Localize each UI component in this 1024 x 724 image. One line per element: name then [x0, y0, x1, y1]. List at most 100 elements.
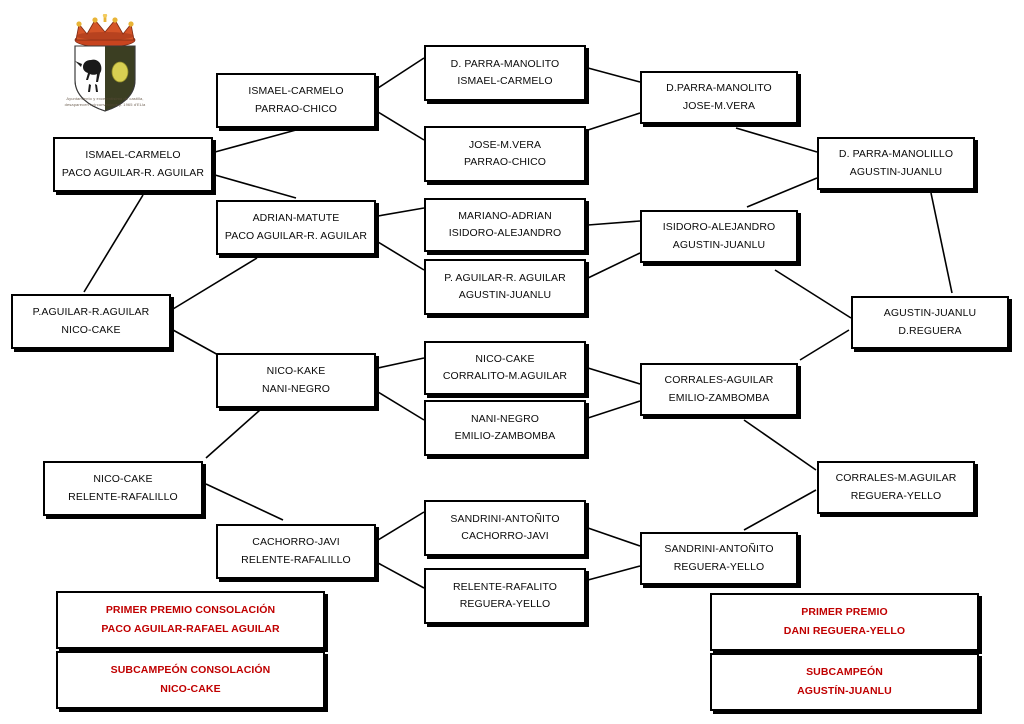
- connector-r1-m7-to-r2-m7: [377, 511, 425, 541]
- award-title: SUBCAMPEÓN CONSOLACIÓN: [110, 663, 271, 676]
- connector-r3-m2-to-r4-m1: [746, 177, 818, 208]
- match-player-top: CORRALES-M.AGUILAR: [835, 472, 957, 485]
- award-winner: NICO-CAKE: [160, 683, 221, 695]
- match-player-top: ISMAEL-CARMELO: [248, 85, 344, 98]
- connector-r1-m2-to-r1-m1: [214, 129, 297, 153]
- match-player-top: NICO-CAKE: [475, 352, 535, 365]
- match-player-top: P.AGUILAR-R.AGUILAR: [32, 306, 150, 319]
- connector-r1-m6-to-r1-m7: [205, 483, 284, 521]
- award-title: SUBCAMPEÓN: [806, 665, 883, 678]
- match-box-r3-m4[interactable]: SANDRINI-ANTOÑITO REGUERA-YELLO: [640, 532, 798, 585]
- match-player-bottom: EMILIO-ZAMBOMBA: [454, 430, 556, 442]
- award-consolation-runner[interactable]: SUBCAMPEÓN CONSOLACIÓN NICO-CAKE: [56, 651, 325, 709]
- award-winner: DANI REGUERA-YELLO: [783, 625, 906, 637]
- match-player-top: P. AGUILAR-R. AGUILAR: [444, 271, 566, 284]
- connector-r2-m3-to-r3-m2: [587, 220, 641, 226]
- match-player-top: NANI-NEGRO: [470, 412, 540, 425]
- match-player-bottom: D.REGUERA: [898, 324, 962, 337]
- award-title: PRIMER PREMIO CONSOLACIÓN: [105, 603, 276, 616]
- match-box-r1-m2[interactable]: ISMAEL-CARMELO PACO AGUILAR-R. AGUILAR: [53, 137, 213, 192]
- match-player-bottom: ISIDORO-ALEJANDRO: [448, 227, 562, 239]
- match-player-top: MARIANO-ADRIAN: [458, 209, 552, 222]
- award-title: PRIMER PREMIO: [801, 605, 888, 618]
- connector-r3-m4-to-r4-m3: [743, 489, 817, 531]
- match-player-bottom: NANI-NEGRO: [261, 382, 331, 395]
- match-player-bottom: AGUSTIN-JUANLU: [849, 165, 943, 178]
- connector-r3-m1-to-r4-m1: [735, 127, 818, 153]
- match-player-bottom: PARRAO-CHICO: [254, 102, 338, 115]
- match-player-bottom: JOSE-M.VERA: [682, 99, 756, 112]
- match-player-top: CACHORRO-JAVI: [252, 536, 340, 549]
- match-box-r1-m1[interactable]: ISMAEL-CARMELO PARRAO-CHICO: [216, 73, 376, 128]
- connector-r2-m1-to-r3-m1: [587, 67, 641, 83]
- match-player-bottom: AGUSTIN-JUANLU: [458, 289, 552, 301]
- connector-r1-m4-to-r1-m2: [83, 194, 144, 293]
- match-box-r4-m1[interactable]: D. PARRA-MANOLILLO AGUSTIN-JUANLU: [817, 137, 975, 190]
- match-player-bottom: NICO-CAKE: [61, 323, 121, 336]
- connector-r1-m1-to-r2-m1: [377, 57, 425, 89]
- connector-r2-m8-to-r3-m4: [587, 565, 641, 581]
- match-box-r2-m6[interactable]: NANI-NEGRO EMILIO-ZAMBOMBA: [424, 400, 586, 456]
- match-box-r2-m7[interactable]: SANDRINI-ANTOÑITO CACHORRO-JAVI: [424, 500, 586, 556]
- match-box-r3-m1[interactable]: D.PARRA-MANOLITO JOSE-M.VERA: [640, 71, 798, 124]
- connector-r2-m4-to-r3-m2: [587, 252, 641, 279]
- connector-r2-m6-to-r3-m3: [587, 400, 641, 419]
- match-player-bottom: CORRALITO-M.AGUILAR: [442, 370, 568, 382]
- match-player-bottom: PACO AGUILAR-R. AGUILAR: [61, 166, 205, 179]
- match-box-r2-m2[interactable]: JOSE-M.VERA PARRAO-CHICO: [424, 126, 586, 182]
- match-player-top: D. PARRA-MANOLILLO: [838, 148, 954, 161]
- match-player-top: SANDRINI-ANTOÑITO: [450, 512, 560, 525]
- match-box-r2-m4[interactable]: P. AGUILAR-R. AGUILAR AGUSTIN-JUANLU: [424, 259, 586, 315]
- award-runner[interactable]: SUBCAMPEÓN AGUSTÍN-JUANLU: [710, 653, 979, 711]
- match-player-top: SANDRINI-ANTOÑITO: [664, 543, 774, 556]
- award-first[interactable]: PRIMER PREMIO DANI REGUERA-YELLO: [710, 593, 979, 651]
- connector-r1-m3-to-r2-m3: [377, 207, 425, 217]
- connector-r1-m5-to-r2-m6: [377, 391, 425, 421]
- connector-r1-m2-to-r1-m3: [214, 174, 297, 199]
- match-player-bottom: RELENTE-RAFALILLO: [68, 490, 178, 503]
- match-player-top: NICO-CAKE: [93, 473, 153, 486]
- match-box-r3-m3[interactable]: CORRALES-AGUILAR EMILIO-ZAMBOMBA: [640, 363, 798, 416]
- match-player-bottom: REGUERA-YELLO: [673, 560, 765, 573]
- match-player-bottom: REGUERA-YELLO: [850, 489, 942, 502]
- match-player-bottom: PACO AGUILAR-R. AGUILAR: [224, 229, 368, 242]
- connector-r2-m2-to-r3-m1: [587, 112, 641, 131]
- match-box-r1-m4[interactable]: P.AGUILAR-R.AGUILAR NICO-CAKE: [11, 294, 171, 349]
- match-player-bottom: AGUSTIN-JUANLU: [672, 238, 766, 251]
- match-player-top: D.PARRA-MANOLITO: [666, 82, 772, 95]
- match-box-r4-m3[interactable]: CORRALES-M.AGUILAR REGUERA-YELLO: [817, 461, 975, 514]
- award-winner: PACO AGUILAR-RAFAEL AGUILAR: [101, 623, 280, 635]
- connector-r4-m1-to-r4-m2: [930, 192, 953, 294]
- connector-r1-m5-to-r2-m5: [377, 357, 425, 369]
- award-winner: AGUSTÍN-JUANLU: [797, 685, 892, 697]
- connector-r1-m4-to-r1-m3: [172, 257, 258, 310]
- award-consolation-first[interactable]: PRIMER PREMIO CONSOLACIÓN PACO AGUILAR-RA…: [56, 591, 325, 649]
- connector-r3-m2-to-r4-m2: [774, 269, 852, 319]
- connector-r1-m3-to-r2-m4: [377, 241, 425, 271]
- match-box-r2-m3[interactable]: MARIANO-ADRIAN ISIDORO-ALEJANDRO: [424, 198, 586, 252]
- match-player-bottom: PARRAO-CHICO: [463, 156, 547, 168]
- match-box-r1-m6[interactable]: NICO-CAKE RELENTE-RAFALILLO: [43, 461, 203, 516]
- connector-r1-m7-to-r2-m8: [377, 562, 425, 589]
- match-player-top: JOSE-M.VERA: [468, 138, 542, 151]
- match-player-bottom: ISMAEL-CARMELO: [457, 75, 553, 87]
- connector-r1-m1-to-r2-m2: [377, 111, 425, 141]
- connector-r3-m3-to-r4-m2: [799, 329, 850, 361]
- coat-of-arms-icon: [74, 14, 136, 112]
- match-player-bottom: REGUERA-YELLO: [459, 598, 551, 610]
- connector-r2-m5-to-r3-m3: [587, 367, 641, 385]
- match-player-top: ISMAEL-CARMELO: [85, 149, 181, 162]
- match-box-r2-m5[interactable]: NICO-CAKE CORRALITO-M.AGUILAR: [424, 341, 586, 395]
- connector-r2-m7-to-r3-m4: [587, 527, 641, 547]
- match-player-bottom: EMILIO-ZAMBOMBA: [668, 391, 770, 404]
- match-player-top: CORRALES-AGUILAR: [664, 374, 774, 387]
- match-player-bottom: CACHORRO-JAVI: [461, 530, 549, 542]
